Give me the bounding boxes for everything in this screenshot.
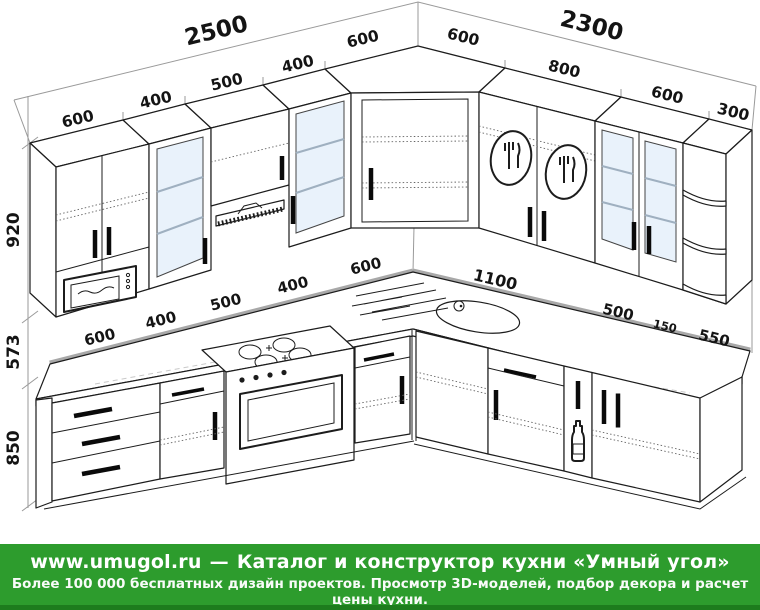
footer-bottom-strip: [0, 605, 760, 610]
base-cabinets-right: [411, 330, 747, 510]
footer-tagline: Каталог и конструктор кухни «Умный угол»: [236, 551, 730, 573]
extractor-hood-icon: [215, 199, 285, 227]
base-cabinet-550-end: [591, 371, 743, 503]
microwave-icon: [63, 265, 137, 313]
oven-icon: [225, 347, 355, 485]
wall-cabinet-800-plates: [478, 91, 596, 264]
dim-corner-left: 600: [345, 27, 381, 52]
base-cabinet-400-corner: [354, 335, 411, 444]
dim-wall-cab: 800: [546, 57, 582, 82]
dim-counter: 400: [143, 308, 178, 333]
wall-cabinet-600-glass: [594, 120, 684, 291]
footer-dash: —: [209, 551, 229, 573]
dim-wall-cab: 600: [649, 83, 685, 108]
base-cabinet-sink: [487, 347, 565, 472]
base-cabinet-400-door: [159, 370, 225, 480]
wall-cabinet-400-glass: [148, 127, 212, 290]
base-cabinets-left: [35, 325, 415, 510]
dim-wall-cab: 300: [715, 100, 751, 125]
footer-banner: www.umugol.ru — Каталог и конструктор кухн…: [0, 544, 760, 610]
cooker: [201, 325, 355, 485]
footer-site: www.umugol.ru: [30, 551, 202, 573]
footer-title-line: www.umugol.ru — Каталог и конструктор кухн…: [0, 551, 760, 573]
wall-cabinet-400-glass-2: [288, 92, 352, 248]
base-cabinet-600-drawers: [51, 382, 161, 502]
wall-cabinets-right: [478, 67, 753, 305]
dim-counter: 150: [652, 317, 679, 336]
dim-right-wall-total: 2300: [557, 6, 625, 47]
wall-cabinets-left: [29, 68, 352, 318]
bottle-cargo-icon: [571, 420, 585, 462]
cutlery-decor-icon: [489, 130, 533, 186]
corner-shelves-unit: [682, 129, 753, 305]
dim-corner-right: 600: [445, 25, 481, 50]
kitchen-drawing: 2500 600 600 2300 600 400 500 400 800 60…: [4, 1, 757, 512]
bottle-cargo: [563, 365, 593, 479]
dim-height-base: 850: [4, 430, 24, 466]
wall-cabinet-600-microwave: [55, 143, 150, 318]
dim-counter: 600: [348, 254, 383, 279]
cutlery-decor-icon: [544, 144, 588, 200]
dim-height-apron: 573: [4, 334, 24, 370]
dim-height-wall: 920: [4, 212, 24, 248]
wall-cabinet-500-hood: [210, 108, 290, 227]
sink-icon: [351, 282, 521, 334]
footer-subtitle: Более 100 000 бесплатных дизайн проектов…: [11, 576, 749, 608]
dim-counter: 500: [208, 290, 243, 315]
dim-counter: 400: [275, 273, 310, 298]
corner-wall-cabinet: [324, 45, 506, 229]
